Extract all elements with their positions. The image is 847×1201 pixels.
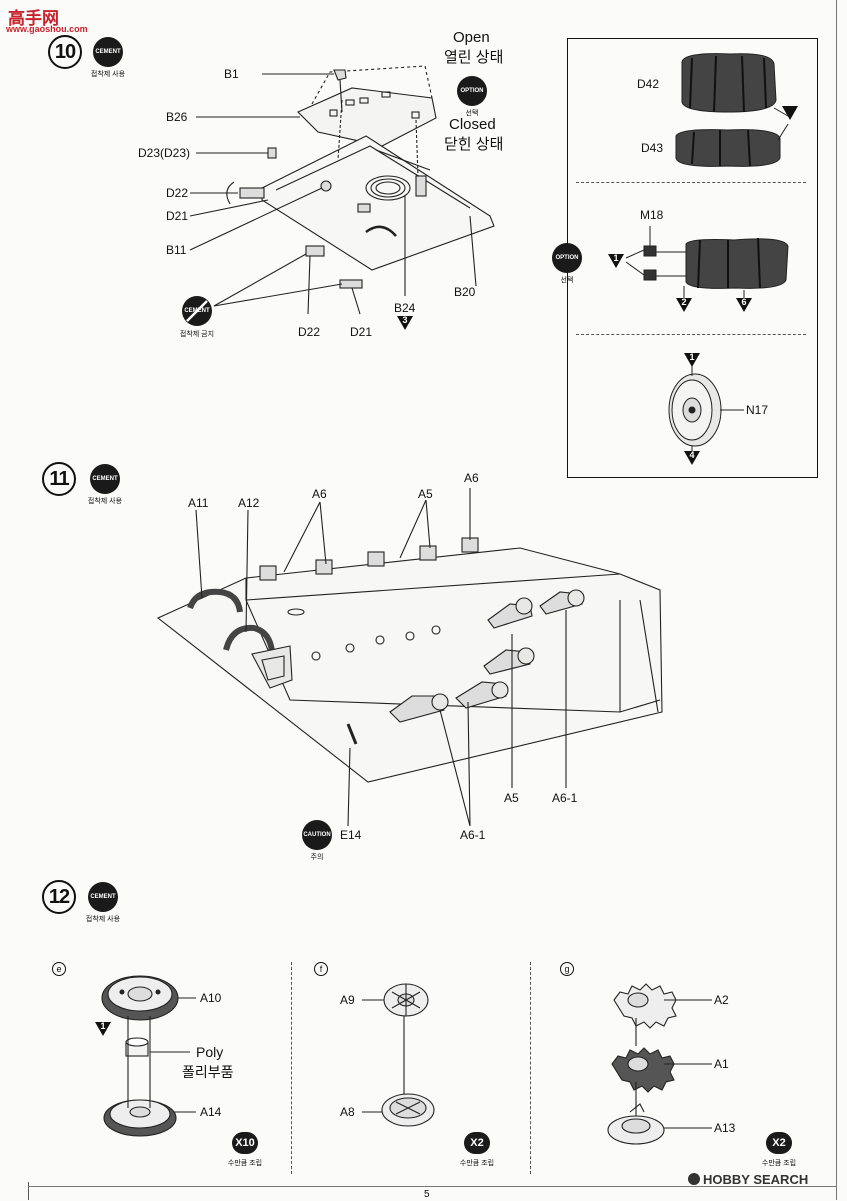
part-d42: D42 xyxy=(637,77,660,91)
qty-badge-g: X2 xyxy=(766,1132,792,1154)
sub-step-f: f xyxy=(314,962,328,976)
part-a1: A1 xyxy=(714,1057,729,1071)
part-a12: A12 xyxy=(238,496,260,510)
caution-caption: 주의 xyxy=(310,854,324,861)
poly-label-ko: 폴리부품 xyxy=(182,1064,234,1080)
part-a6-1-bottom: A6-1 xyxy=(460,828,486,842)
part-a2: A2 xyxy=(714,993,729,1007)
part-a8: A8 xyxy=(340,1105,355,1119)
ref-arrow-b24-num: 3 xyxy=(402,315,408,325)
step-11-cement-caption: 접착제 사용 xyxy=(87,498,123,505)
open-label: Open xyxy=(453,29,490,46)
step-10-number: 10 xyxy=(48,35,82,69)
qty-caption-g: 수만큼 조립 xyxy=(761,1160,797,1167)
step-12-cement-caption: 접착제 사용 xyxy=(85,916,121,923)
hobby-search-text: HOBBY SEARCH xyxy=(703,1172,809,1187)
part-a10: A10 xyxy=(200,991,222,1005)
part-a14: A14 xyxy=(200,1105,222,1119)
step-11-number: 11 xyxy=(42,462,76,496)
page-number: 5 xyxy=(424,1189,430,1200)
hobby-search-watermark: HOBBY SEARCH xyxy=(688,1172,808,1187)
part-d22-bottom: D22 xyxy=(298,325,321,339)
qty-badge-f: X2 xyxy=(464,1132,490,1154)
part-a11: A11 xyxy=(188,496,209,510)
option-panel-divider-2 xyxy=(576,334,806,335)
option-side-caption: 선택 xyxy=(560,277,574,284)
ref-arrow-1-num: 1 xyxy=(613,253,619,263)
page-border-right xyxy=(836,0,837,1200)
site-logo-text: 高手网 xyxy=(8,9,59,28)
step-12-number: 12 xyxy=(42,880,76,914)
qty-badge-e: X10 xyxy=(232,1132,258,1154)
caution-badge: CAUTION xyxy=(302,820,332,850)
ref-arrow-b24 xyxy=(397,316,413,330)
part-b20: B20 xyxy=(454,285,476,299)
site-logo: 高手网 xyxy=(8,4,59,29)
part-b11: B11 xyxy=(166,243,187,257)
part-d22-top: D22 xyxy=(166,186,189,200)
part-a6-left: A6 xyxy=(312,487,327,501)
part-b1: B1 xyxy=(224,67,239,81)
part-a6-right: A6 xyxy=(464,471,479,485)
ref-arrow-e1 xyxy=(95,1022,111,1036)
step-12-cement-badge: CEMENT xyxy=(88,882,118,912)
open-label-ko: 열린 상태 xyxy=(444,49,504,66)
part-a5-top: A5 xyxy=(418,487,433,501)
ref-arrow-2-num: 2 xyxy=(681,297,687,307)
qty-caption-f: 수만큼 조립 xyxy=(459,1160,495,1167)
option-badge: OPTION xyxy=(457,76,487,106)
part-a13: A13 xyxy=(714,1121,736,1135)
sub-divider-2 xyxy=(530,962,531,1174)
sub-step-e: e xyxy=(52,962,66,976)
poly-label: Poly xyxy=(196,1044,224,1060)
ref-arrow-wheel-bottom-num: 4 xyxy=(689,450,695,460)
page-border-left xyxy=(28,1182,29,1200)
ref-arrow-wheel-top-num: 1 xyxy=(689,352,695,362)
no-cement-slash-icon xyxy=(186,300,208,322)
sub-step-g: g xyxy=(560,962,574,976)
no-cement-caption: 접착제 금지 xyxy=(179,331,215,338)
qty-caption-e: 수만큼 조립 xyxy=(227,1160,263,1167)
closed-label-ko: 닫힌 상태 xyxy=(444,136,504,153)
part-n17: N17 xyxy=(746,403,769,417)
part-d43: D43 xyxy=(641,141,664,155)
closed-label: Closed xyxy=(449,116,496,133)
ref-arrow-1 xyxy=(608,254,624,268)
step-10-cement-badge: CEMENT xyxy=(93,37,123,67)
option-caption: 선택 xyxy=(465,110,479,117)
part-b24: B24 xyxy=(394,301,416,315)
part-a6-1-right: A6-1 xyxy=(552,791,578,805)
ref-arrow-2 xyxy=(676,298,692,312)
ref-arrow-wheel-bottom xyxy=(684,451,700,465)
site-url: www.gaoshou.com xyxy=(6,24,88,34)
part-m18: M18 xyxy=(640,208,664,222)
part-a5-bottom: A5 xyxy=(504,791,519,805)
part-a9: A9 xyxy=(340,993,355,1007)
step-11-cement-badge: CEMENT xyxy=(90,464,120,494)
ref-arrow-6b xyxy=(736,298,752,312)
option-panel-divider-1 xyxy=(576,182,806,183)
hobby-search-icon xyxy=(688,1173,700,1185)
part-d23: D23(D23) xyxy=(138,146,191,160)
part-e14: E14 xyxy=(340,828,362,842)
ref-arrow-6b-num: 6 xyxy=(741,297,747,307)
part-d21-top: D21 xyxy=(166,209,189,223)
ref-arrow-6a xyxy=(782,106,798,120)
ref-arrow-6a-num: 6 xyxy=(787,105,793,115)
part-b26: B26 xyxy=(166,110,188,124)
ref-arrow-e1-num: 1 xyxy=(100,1021,106,1031)
option-side-badge: OPTION xyxy=(552,243,582,273)
step-10-cement-caption: 접착제 사용 xyxy=(90,71,126,78)
page-border-bottom xyxy=(28,1186,836,1187)
ref-arrow-wheel-top xyxy=(684,353,700,367)
part-d21-bottom: D21 xyxy=(350,325,373,339)
sub-divider-1 xyxy=(291,962,292,1174)
